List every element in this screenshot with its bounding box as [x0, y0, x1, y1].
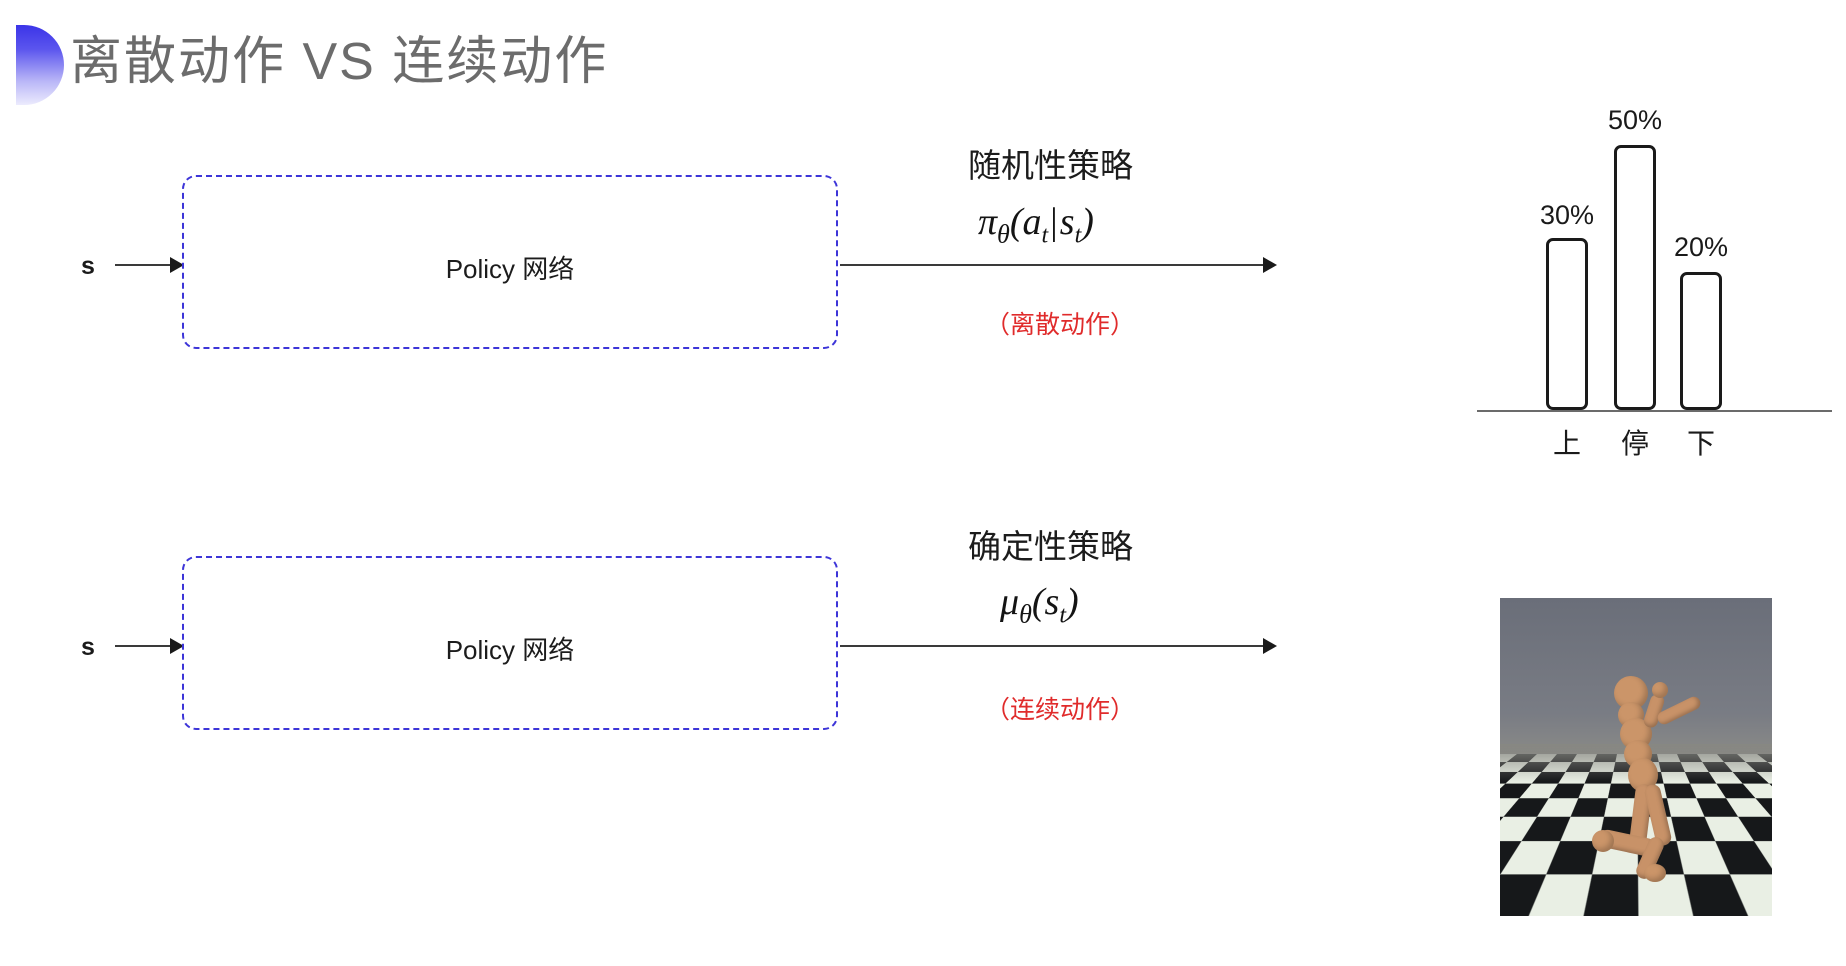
formula-action: a [1022, 201, 1042, 243]
bar-0 [1546, 238, 1588, 410]
humanoid-right-foot [1644, 864, 1666, 882]
formula-theta: θ [997, 219, 1010, 249]
bar-category-1: 停 [1620, 428, 1649, 459]
input-state-label-continuous: s [81, 633, 95, 661]
note-discrete-action: （离散动作） [985, 311, 1136, 339]
note-continuous-action: （连续动作） [985, 696, 1136, 724]
input-arrow-head-discrete [170, 257, 184, 273]
bar-value-1: 50% [1607, 105, 1663, 135]
input-state-label-discrete: s [81, 252, 95, 280]
bar-2 [1680, 272, 1722, 410]
formula-stochastic-policy: πθ(at|st) [978, 200, 1094, 250]
policy-network-box-continuous[interactable]: Policy 网络 [182, 556, 838, 730]
bar-value-0: 30% [1539, 200, 1595, 230]
policy-kind-stochastic: 随机性策略 [968, 147, 1133, 184]
formula-deterministic-policy: μθ(st) [1000, 580, 1079, 630]
output-arrow-head-discrete [1263, 257, 1277, 273]
policy-network-label-discrete: Policy 网络 [445, 254, 575, 284]
formula-theta-2: θ [1019, 599, 1032, 629]
formula-state: s [1059, 201, 1075, 243]
output-arrow-head-continuous [1263, 638, 1277, 654]
formula-conditional-bar: | [1050, 201, 1058, 243]
formula-open-paren: ( [1009, 201, 1023, 243]
page-title: 离散动作 VS 连续动作 [70, 33, 609, 91]
input-arrow-line-continuous [115, 645, 177, 647]
output-arrow-line-continuous [840, 645, 1270, 647]
humanoid-hand-upper [1652, 682, 1668, 698]
formula-close-paren: ) [1081, 201, 1094, 243]
action-probability-bar-chart: 30% 上 50% 停 20% 下 [1477, 90, 1837, 470]
input-arrow-line-discrete [115, 264, 177, 266]
half-circle-gradient-icon [16, 25, 64, 105]
humanoid-simulation-image [1500, 598, 1772, 916]
formula-open-paren-2: ( [1031, 581, 1045, 623]
humanoid-left-foot [1592, 830, 1614, 852]
formula-mu: μ [1000, 581, 1020, 623]
bar-1 [1614, 145, 1656, 410]
formula-state-2: s [1044, 581, 1060, 623]
policy-kind-deterministic: 确定性策略 [968, 528, 1133, 565]
bar-category-0: 上 [1552, 428, 1581, 459]
formula-state-subscript-2: t [1059, 602, 1066, 629]
formula-state-subscript: t [1074, 222, 1082, 249]
policy-network-label-continuous: Policy 网络 [445, 635, 575, 665]
bar-value-2: 20% [1673, 232, 1729, 262]
formula-pi: π [978, 201, 998, 243]
bar-category-2: 下 [1686, 428, 1715, 459]
formula-action-subscript: t [1041, 222, 1049, 249]
policy-network-box-discrete[interactable]: Policy 网络 [182, 175, 838, 349]
formula-close-paren-2: ) [1065, 581, 1079, 623]
output-arrow-line-discrete [840, 264, 1270, 266]
input-arrow-head-continuous [170, 638, 184, 654]
chart-baseline-axis [1477, 410, 1832, 412]
